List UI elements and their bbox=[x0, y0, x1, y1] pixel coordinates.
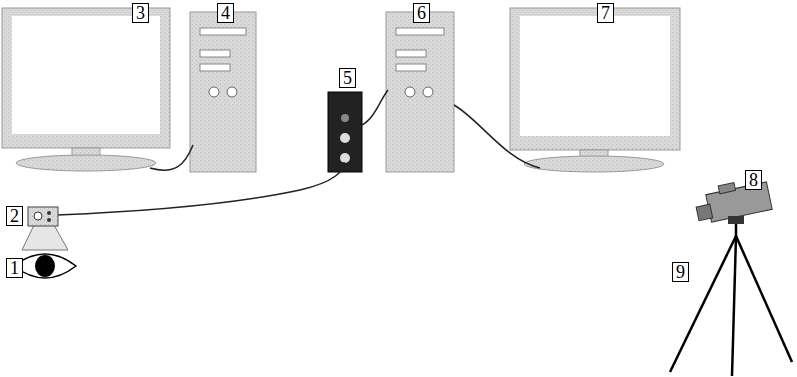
monitor-right bbox=[510, 8, 680, 172]
callout-number: 1 bbox=[6, 258, 23, 278]
computer-tower-left bbox=[190, 12, 256, 172]
callout-number: 4 bbox=[217, 3, 234, 23]
callout-number: 6 bbox=[413, 3, 430, 23]
monitor-left bbox=[2, 8, 170, 171]
callout-number: 3 bbox=[132, 3, 149, 23]
callout-number: 8 bbox=[745, 170, 762, 190]
interface-box bbox=[328, 92, 362, 172]
callout-number: 5 bbox=[339, 68, 356, 88]
eye-camera bbox=[22, 207, 68, 250]
tripod bbox=[670, 216, 792, 376]
callout-number: 7 bbox=[597, 3, 614, 23]
computer-tower-right bbox=[386, 12, 454, 172]
callout-number: 2 bbox=[6, 206, 23, 226]
cables bbox=[57, 90, 540, 215]
callout-number: 9 bbox=[672, 262, 689, 282]
eye bbox=[14, 254, 76, 278]
